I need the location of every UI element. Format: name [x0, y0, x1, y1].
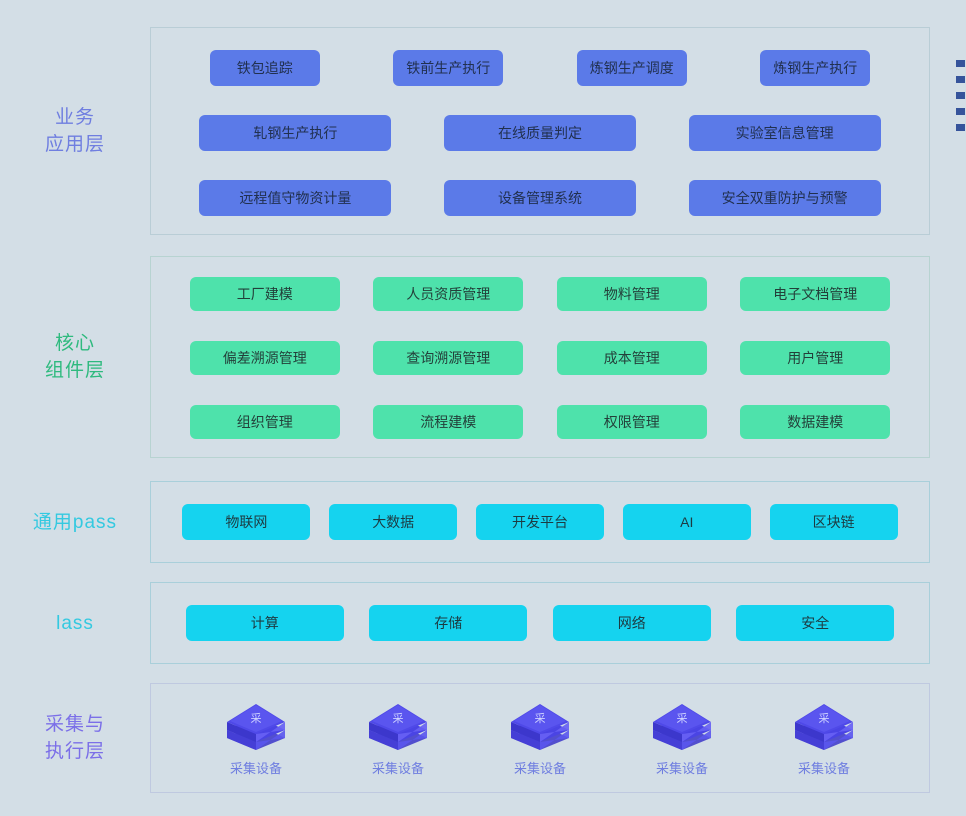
svg-text:采: 采: [819, 712, 830, 725]
edge-marker-bullet: [956, 108, 965, 115]
layer-core-component: 核心 组件层 工厂建模 人员资质管理 物料管理 电子文档管理 偏差溯源管理 查询…: [0, 256, 966, 458]
device-label: 采集设备: [371, 760, 424, 776]
paas-row-1: 物联网 大数据 开发平台 AI 区块链: [151, 504, 929, 540]
core-tile-document-management[interactable]: 电子文档管理: [740, 277, 891, 311]
layer-label-core-component: 核心 组件层: [44, 333, 105, 381]
iaas-tile-network[interactable]: 网络: [552, 605, 711, 641]
iaas-tile-storage[interactable]: 存储: [369, 605, 528, 641]
core-row-2: 偏差溯源管理 查询溯源管理 成本管理 用户管理: [151, 341, 929, 375]
device-row: 采 采集设备 采 采集设备: [151, 700, 929, 777]
app-tile-tiebao-tracking[interactable]: 铁包追踪: [209, 50, 320, 86]
core-tile-user-management[interactable]: 用户管理: [740, 341, 891, 375]
business-row-2: 轧钢生产执行 在线质量判定 实验室信息管理: [151, 115, 929, 151]
layer-label-acquisition-execution: 采集与 执行层: [44, 714, 105, 762]
layer-box-core-component: 工厂建模 人员资质管理 物料管理 电子文档管理 偏差溯源管理 查询溯源管理 成本…: [150, 256, 930, 458]
device-label: 采集设备: [655, 760, 708, 776]
app-tile-ironmaking-execution[interactable]: 铁前生产执行: [393, 50, 504, 86]
iaas-row-1: 计算 存储 网络 安全: [151, 605, 929, 641]
iaas-tile-compute[interactable]: 计算: [185, 605, 344, 641]
acquisition-device-icon: 采: [227, 703, 285, 750]
app-tile-online-quality[interactable]: 在线质量判定: [443, 115, 636, 151]
layer-box-iaas: 计算 存储 网络 安全: [150, 582, 930, 664]
core-tile-cost-management[interactable]: 成本管理: [556, 341, 707, 375]
paas-tile-iot[interactable]: 物联网: [182, 504, 311, 540]
acquisition-device-icon: 采: [369, 703, 427, 750]
layer-label-business-application: 业务 应用层: [44, 107, 105, 155]
app-tile-safety-protection[interactable]: 安全双重防护与预警: [688, 180, 881, 216]
core-tile-query-tracing[interactable]: 查询溯源管理: [373, 341, 524, 375]
layer-acquisition-execution: 采集与 执行层 采 采集设备: [0, 683, 966, 793]
edge-marker-bullet: [956, 76, 965, 83]
svg-text:采: 采: [393, 712, 404, 725]
device-item-5[interactable]: 采 采集设备: [778, 700, 870, 777]
iaas-tile-security[interactable]: 安全: [736, 605, 895, 641]
app-tile-steelmaking-scheduling[interactable]: 炼钢生产调度: [576, 50, 687, 86]
svg-text:采: 采: [677, 712, 688, 725]
core-tile-data-modeling[interactable]: 数据建模: [740, 405, 891, 439]
paas-tile-big-data[interactable]: 大数据: [329, 504, 458, 540]
acquisition-device-icon: 采: [795, 703, 853, 750]
core-tile-organization-management[interactable]: 组织管理: [189, 405, 340, 439]
layer-iaas: lass 计算 存储 网络 安全: [0, 582, 966, 664]
layer-general-paas: 通用pass 物联网 大数据 开发平台 AI 区块链: [0, 481, 966, 563]
core-row-1: 工厂建模 人员资质管理 物料管理 电子文档管理: [151, 277, 929, 311]
paas-tile-blockchain[interactable]: 区块链: [769, 504, 898, 540]
core-tile-permission-management[interactable]: 权限管理: [556, 405, 707, 439]
layer-box-business-application: 铁包追踪 铁前生产执行 炼钢生产调度 炼钢生产执行 轧钢生产执行 在线质量判定 …: [150, 27, 930, 235]
edge-marker-bullet: [956, 92, 965, 99]
layer-box-general-paas: 物联网 大数据 开发平台 AI 区块链: [150, 481, 930, 563]
business-row-1: 铁包追踪 铁前生产执行 炼钢生产调度 炼钢生产执行: [151, 50, 929, 86]
core-tile-material-management[interactable]: 物料管理: [556, 277, 707, 311]
device-item-2[interactable]: 采 采集设备: [352, 700, 444, 777]
edge-marker-bullet: [956, 60, 965, 67]
svg-text:采: 采: [251, 712, 262, 725]
layer-label-iaas: lass: [56, 612, 94, 634]
paas-tile-ai[interactable]: AI: [622, 504, 751, 540]
app-tile-equipment-management[interactable]: 设备管理系统: [443, 180, 636, 216]
device-label: 采集设备: [797, 760, 850, 776]
device-label: 采集设备: [229, 760, 282, 776]
device-item-4[interactable]: 采 采集设备: [636, 700, 728, 777]
app-tile-rolling-execution[interactable]: 轧钢生产执行: [199, 115, 392, 151]
svg-text:采: 采: [535, 712, 546, 725]
business-row-3: 远程值守物资计量 设备管理系统 安全双重防护与预警: [151, 180, 929, 216]
device-item-3[interactable]: 采 采集设备: [494, 700, 586, 777]
core-tile-personnel-qualification[interactable]: 人员资质管理: [373, 277, 524, 311]
app-tile-remote-metering[interactable]: 远程值守物资计量: [199, 180, 392, 216]
acquisition-device-icon: 采: [511, 703, 569, 750]
edge-marker-bullet: [956, 124, 965, 131]
layer-business-application: 业务 应用层 铁包追踪 铁前生产执行 炼钢生产调度 炼钢生产执行 轧钢生产执行 …: [0, 27, 966, 235]
layer-label-general-paas: 通用pass: [32, 511, 118, 533]
core-tile-deviation-tracing[interactable]: 偏差溯源管理: [189, 341, 340, 375]
paas-tile-dev-platform[interactable]: 开发平台: [475, 504, 604, 540]
core-row-3: 组织管理 流程建模 权限管理 数据建模: [151, 405, 929, 439]
layer-box-acquisition-execution: 采 采集设备 采 采集设备: [150, 683, 930, 793]
app-tile-steelmaking-execution[interactable]: 炼钢生产执行: [760, 50, 871, 86]
device-label: 采集设备: [513, 760, 566, 776]
app-tile-lab-information[interactable]: 实验室信息管理: [688, 115, 881, 151]
device-item-1[interactable]: 采 采集设备: [210, 700, 302, 777]
core-tile-process-modeling[interactable]: 流程建模: [373, 405, 524, 439]
core-tile-factory-modeling[interactable]: 工厂建模: [189, 277, 340, 311]
edge-marker-list: [956, 60, 966, 140]
acquisition-device-icon: 采: [653, 703, 711, 750]
